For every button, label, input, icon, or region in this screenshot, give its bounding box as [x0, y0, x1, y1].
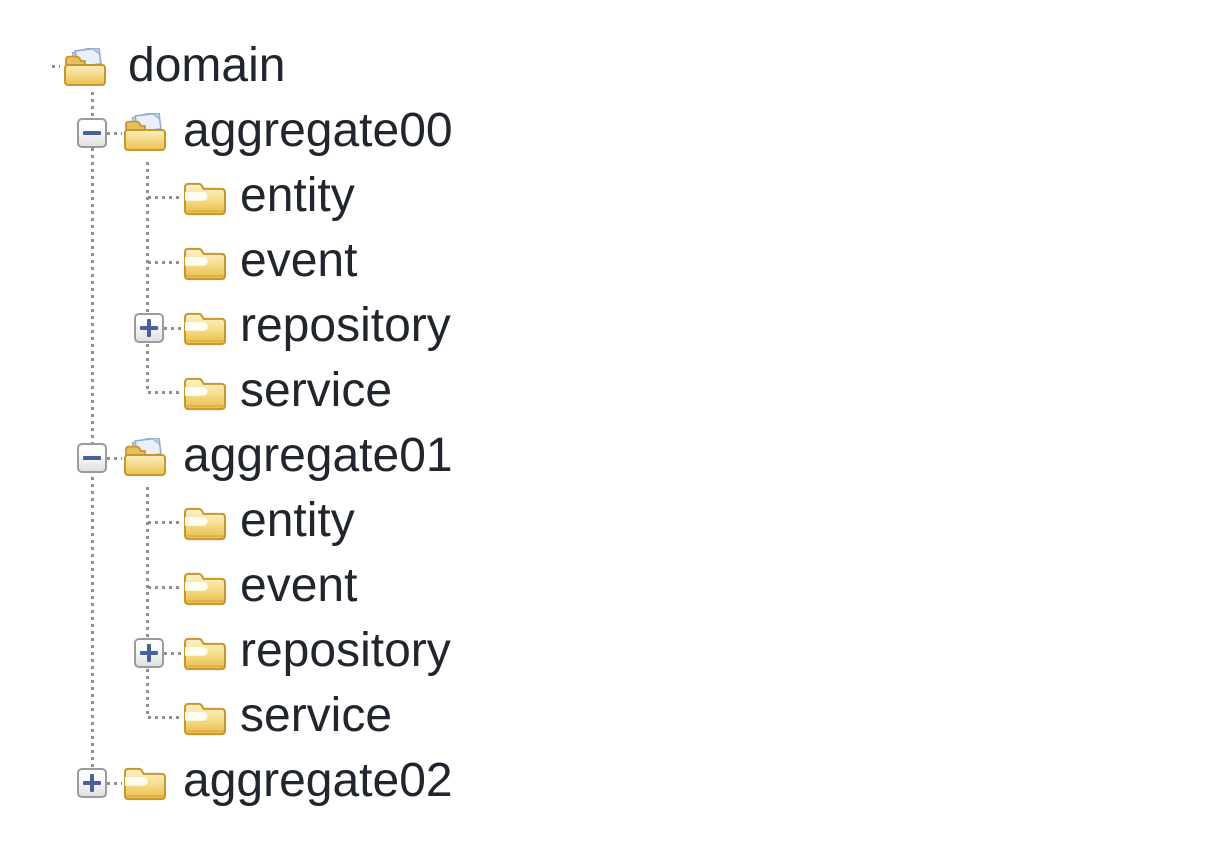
tree-connector-stub [164, 326, 182, 330]
closed-folder-icon [182, 633, 228, 673]
plus-icon [140, 644, 158, 662]
tree-item-entity[interactable]: entity [182, 172, 355, 224]
tree-connector-stub [148, 391, 181, 394]
plus-icon [140, 319, 158, 337]
tree-item-service[interactable]: service [182, 692, 392, 744]
tree-connector-stub [148, 586, 181, 589]
closed-folder-icon [122, 763, 168, 803]
tree-connector-stub [107, 456, 122, 460]
tree-item-label: event [240, 559, 358, 612]
tree-item-label: aggregate02 [183, 754, 453, 807]
expand-button[interactable] [134, 313, 164, 343]
minus-icon [83, 449, 101, 467]
tree-item-label: entity [240, 494, 355, 547]
tree-item-label: entity [240, 169, 355, 222]
tree-item-label: service [240, 689, 393, 742]
closed-folder-icon [182, 243, 228, 283]
tree-item-label: aggregate01 [183, 429, 453, 482]
tree-connector-stub [148, 261, 181, 264]
tree-item-label: repository [240, 299, 451, 352]
tree-connector-stub [148, 521, 181, 524]
tree-item-aggregate00[interactable]: aggregate00 [122, 107, 453, 159]
collapse-button[interactable] [77, 118, 107, 148]
tree-row: aggregate00 [77, 100, 453, 166]
tree-item-label: aggregate00 [183, 104, 453, 157]
closed-folder-icon [182, 503, 228, 543]
tree-item-aggregate02[interactable]: aggregate02 [122, 757, 453, 809]
tree-connector-stub [107, 781, 122, 785]
expand-button[interactable] [77, 768, 107, 798]
tree-item-domain[interactable]: domain [62, 42, 285, 94]
open-folder-document-icon [122, 438, 168, 478]
tree-row: service [182, 360, 392, 426]
plus-icon [83, 774, 101, 792]
tree-row: event [182, 230, 357, 296]
tree-row: entity [182, 490, 355, 556]
tree-item-aggregate01[interactable]: aggregate01 [122, 432, 453, 484]
tree-row: entity [182, 165, 355, 231]
tree-connector-vline-aggregate01 [146, 487, 149, 718]
tree-row: domain [62, 35, 285, 101]
tree-connector-stub [107, 131, 122, 135]
tree-item-label: domain [128, 39, 286, 92]
tree-row: service [182, 685, 392, 751]
tree-row: aggregate01 [77, 425, 453, 491]
tree-row: aggregate02 [77, 750, 453, 816]
tree-item-label: repository [240, 624, 451, 677]
closed-folder-icon [182, 568, 228, 608]
tree-item-label: service [240, 364, 393, 417]
tree-item-event[interactable]: event [182, 237, 357, 289]
tree-item-label: event [240, 234, 358, 287]
closed-folder-icon [182, 698, 228, 738]
tree-connector-stub [148, 196, 181, 199]
tree-item-event[interactable]: event [182, 562, 357, 614]
expand-button[interactable] [134, 638, 164, 668]
tree-connector-vline-aggregate00 [146, 162, 149, 393]
tree-connector-stub [52, 65, 60, 68]
closed-folder-icon [182, 308, 228, 348]
tree-item-repository[interactable]: repository [182, 627, 451, 679]
collapse-button[interactable] [77, 443, 107, 473]
tree-item-service[interactable]: service [182, 367, 392, 419]
tree-connector-vline-root [91, 92, 94, 783]
tree-row: repository [134, 295, 451, 361]
minus-icon [83, 124, 101, 142]
open-folder-document-icon [62, 48, 108, 88]
tree-row: event [182, 555, 357, 621]
tree-connector-stub [148, 716, 181, 719]
tree-item-entity[interactable]: entity [182, 497, 355, 549]
tree-connector-stub [164, 651, 182, 655]
tree-row: repository [134, 620, 451, 686]
closed-folder-icon [182, 373, 228, 413]
tree-item-repository[interactable]: repository [182, 302, 451, 354]
closed-folder-icon [182, 178, 228, 218]
open-folder-document-icon [122, 113, 168, 153]
